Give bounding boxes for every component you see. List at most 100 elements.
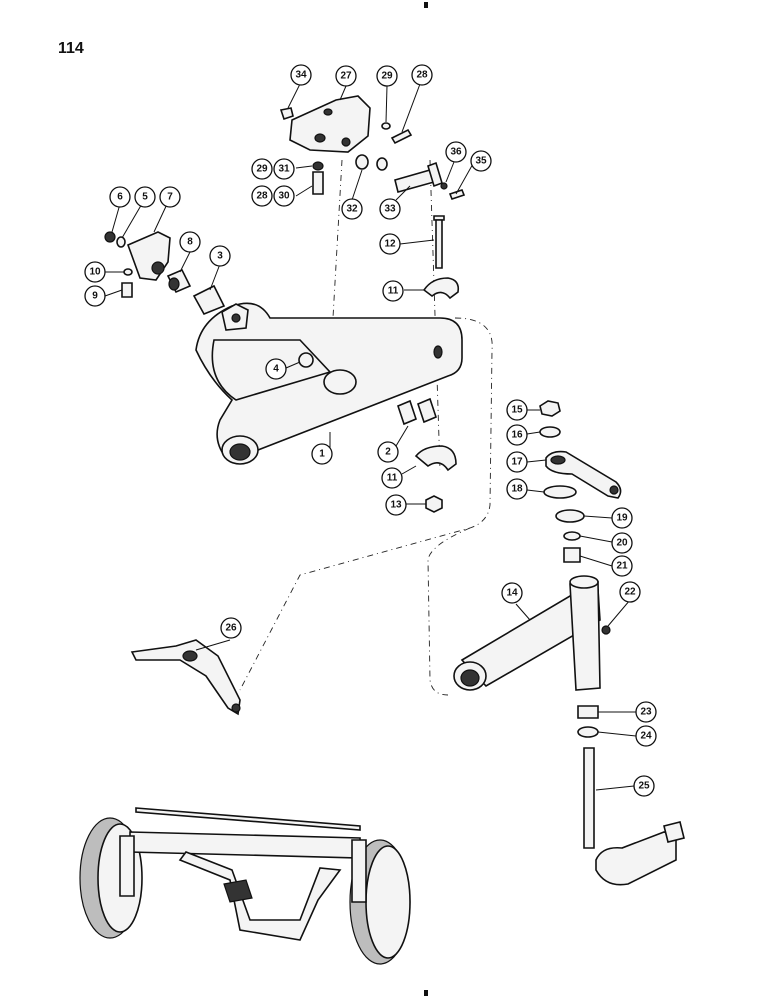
plug-34 [279, 107, 294, 121]
callout-label: 5 [142, 192, 148, 203]
callout-13: 13 [385, 494, 407, 516]
callout-label: 31 [278, 164, 290, 175]
callout-label: 7 [167, 192, 173, 203]
callout-5: 5 [134, 186, 156, 208]
assembled-axle-view [79, 807, 411, 965]
callout-label: 25 [638, 781, 650, 792]
callout-29: 29 [251, 158, 273, 180]
callout-label: 1 [319, 449, 325, 460]
bolt-9 [121, 282, 133, 298]
callout-35: 35 [470, 150, 492, 172]
callout-label: 35 [475, 156, 487, 167]
callout-label: 34 [295, 70, 307, 81]
callout-15: 15 [506, 399, 528, 421]
washer-20 [563, 531, 581, 541]
bracket-7 [126, 231, 171, 281]
callout-label: 21 [616, 561, 628, 572]
callout-label: 11 [388, 286, 399, 297]
callout-19: 19 [611, 507, 633, 529]
callout-17: 17 [506, 451, 528, 473]
callout-14: 14 [501, 582, 523, 604]
plug-6 [104, 231, 116, 243]
arm-26 [130, 639, 241, 716]
washer-18 [543, 485, 577, 499]
callout-28: 28 [411, 64, 433, 86]
callout-32: 32 [341, 198, 363, 220]
bushing-2a [397, 399, 417, 426]
callout-label: 20 [616, 538, 628, 549]
callout-2: 2 [377, 441, 399, 463]
callout-26: 26 [220, 617, 242, 639]
callout-30: 30 [273, 185, 295, 207]
callout-label: 36 [450, 147, 462, 158]
callout-label: 28 [256, 191, 268, 202]
callout-label: 24 [640, 731, 652, 742]
callout-21: 21 [611, 555, 633, 577]
callout-label: 9 [92, 291, 98, 302]
callout-22: 22 [619, 581, 641, 603]
callout-31: 31 [273, 158, 295, 180]
callout-label: 30 [278, 191, 290, 202]
callout-label: 23 [640, 707, 652, 718]
cap-11-bottom [414, 445, 457, 472]
callout-9: 9 [84, 285, 106, 307]
callout-label: 4 [273, 364, 279, 375]
callout-label: 27 [340, 71, 352, 82]
callout-4: 4 [265, 358, 287, 380]
callout-16: 16 [506, 424, 528, 446]
bracket-27 [289, 95, 371, 153]
callout-33: 33 [379, 198, 401, 220]
washer-29-top [381, 122, 391, 130]
callout-12: 12 [379, 233, 401, 255]
bearing-21 [563, 547, 581, 563]
callout-label: 13 [390, 500, 402, 511]
nut-13 [425, 495, 443, 513]
callout-23: 23 [635, 701, 657, 723]
top-mark [424, 2, 428, 8]
callout-label: 18 [511, 484, 523, 495]
callout-11: 11 [381, 467, 403, 489]
bottom-mark [424, 990, 428, 996]
leader-lines [104, 81, 637, 791]
callout-20: 20 [611, 532, 633, 554]
callout-29: 29 [376, 65, 398, 87]
callout-label: 33 [384, 204, 396, 215]
steering-arm-17 [545, 450, 622, 499]
callout-label: 26 [225, 623, 237, 634]
callout-label: 6 [117, 192, 123, 203]
bolt-12 [433, 215, 445, 269]
callout-8: 8 [179, 231, 201, 253]
washer-32b [376, 157, 388, 171]
nut-15 [539, 400, 561, 417]
spindle-25 [583, 747, 685, 886]
callout-7: 7 [159, 186, 181, 208]
callout-label: 29 [256, 164, 268, 175]
callout-3: 3 [209, 245, 231, 267]
washer-32a [355, 154, 369, 170]
washer-10 [123, 268, 133, 276]
callout-label: 19 [616, 513, 628, 524]
callout-label: 28 [416, 70, 428, 81]
fitting-22 [601, 625, 611, 635]
spindle-support-14 [453, 575, 601, 691]
callout-24: 24 [635, 725, 657, 747]
callout-18: 18 [506, 478, 528, 500]
callout-1: 1 [311, 443, 333, 465]
callout-27: 27 [335, 65, 357, 87]
washer-19 [555, 509, 585, 523]
callout-36: 36 [445, 141, 467, 163]
callout-label: 22 [624, 587, 636, 598]
bushing-2b [417, 397, 437, 424]
callout-label: 12 [384, 239, 396, 250]
callout-label: 3 [217, 251, 223, 262]
bolt-30 [312, 171, 324, 195]
callout-11: 11 [382, 280, 404, 302]
axle-frame-1 [195, 302, 463, 465]
washer-36 [440, 182, 448, 190]
sleeve-3 [192, 284, 226, 316]
callout-34: 34 [290, 64, 312, 86]
washer-16 [539, 426, 561, 438]
callout-label: 15 [511, 405, 523, 416]
bushing-8 [166, 268, 192, 294]
